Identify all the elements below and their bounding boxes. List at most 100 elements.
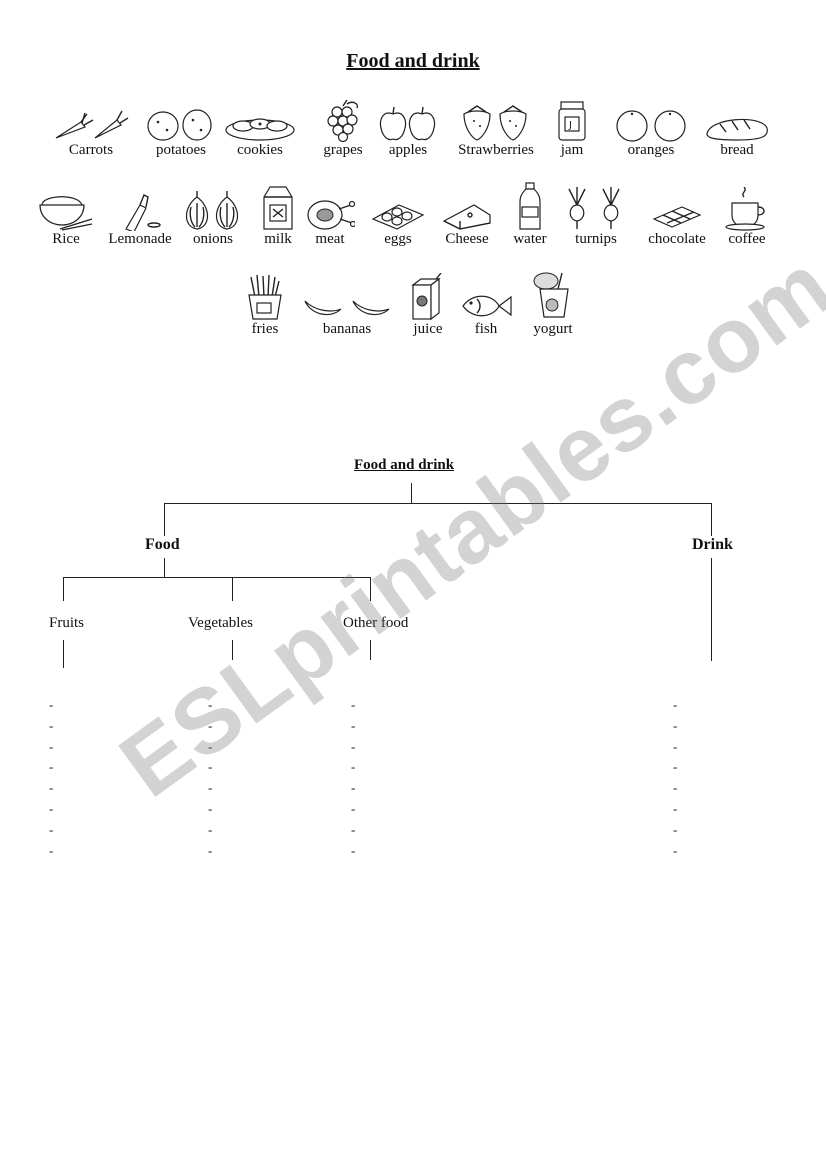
vegetables-blank: - xyxy=(208,821,213,837)
vocab-item-fish: fish xyxy=(431,279,541,341)
vegetables-blank: - xyxy=(208,697,213,712)
vocab-label: Cheese xyxy=(445,231,489,247)
apple-icon xyxy=(353,100,463,142)
vocab-label: apples xyxy=(388,142,428,158)
cookie-icon xyxy=(205,100,315,142)
vocab-item-rice: Rice xyxy=(11,189,121,251)
vocab-label: fries xyxy=(251,321,279,337)
tree-top-branch xyxy=(164,503,712,504)
vocab-item-juice: juice xyxy=(373,273,483,341)
page-title: Food and drink xyxy=(346,50,480,72)
vocab-item-lemonade: Lemonade xyxy=(85,189,195,251)
fruits-blank: - xyxy=(49,821,54,837)
vocab-label: Rice xyxy=(52,231,80,247)
fruits-blank: - xyxy=(49,801,54,816)
drink-blank: - xyxy=(673,842,678,858)
meat-icon xyxy=(275,189,385,231)
vocab-item-carrots: Carrots xyxy=(36,100,146,162)
vocab-label: grapes xyxy=(323,142,363,158)
vocab-item-fries: fries xyxy=(210,274,320,341)
tree-vegetables-connector xyxy=(232,577,233,601)
vegetables-blank: - xyxy=(208,717,213,733)
vocab-label: cookies xyxy=(237,142,283,158)
lemonade-bottle-icon xyxy=(85,189,195,231)
tree-fruits-label: Fruits xyxy=(49,615,85,631)
vocab-item-strawberries: Strawberries xyxy=(441,100,551,162)
vocab-label: Lemonade xyxy=(108,231,172,247)
vocab-label: Carrots xyxy=(68,142,114,158)
tree-root-stem xyxy=(411,483,412,503)
tree-drink-label: Drink xyxy=(692,536,733,553)
vocab-item-cheese: Cheese xyxy=(412,189,522,251)
vocab-label: bread xyxy=(720,142,754,158)
orange-icon xyxy=(596,100,706,142)
fruits-blank: - xyxy=(49,759,54,775)
drink-blank: - xyxy=(673,801,678,816)
strawberry-icon xyxy=(441,100,551,142)
vocab-label: oranges xyxy=(627,142,675,158)
fries-icon xyxy=(210,274,320,321)
vegetables-blank: - xyxy=(208,759,213,775)
other-food-blank: - xyxy=(351,717,356,733)
rice-bowl-icon xyxy=(11,189,121,231)
other-food-blank: - xyxy=(351,780,356,796)
vocab-item-potatoes: potatoes xyxy=(126,100,236,162)
bread-icon xyxy=(682,100,792,142)
tree-other-food-connector xyxy=(370,577,371,601)
vocab-item-apples: apples xyxy=(353,100,463,162)
onion-icon xyxy=(158,189,268,231)
vegetables-blank: - xyxy=(208,801,213,816)
tree-fruits-connector xyxy=(63,577,64,601)
vocab-item-chocolate: chocolate xyxy=(622,189,732,251)
vocab-label: turnips xyxy=(575,231,617,247)
vocab-label: yogurt xyxy=(533,321,573,337)
vocab-item-cookies: cookies xyxy=(205,100,315,162)
vocab-item-oranges: oranges xyxy=(596,100,706,162)
jam-jar-icon: J xyxy=(517,100,627,142)
fruits-blank: - xyxy=(49,842,54,858)
vocab-item-meat: meat xyxy=(275,189,385,251)
vocab-label: water xyxy=(513,231,547,247)
svg-text:J: J xyxy=(568,120,572,131)
vocab-item-onions: onions xyxy=(158,189,268,251)
cheese-icon xyxy=(412,189,522,231)
vocab-label: fish xyxy=(474,321,498,337)
fish-icon xyxy=(431,279,541,321)
drink-blank: - xyxy=(673,738,678,754)
vocab-item-turnips: turnips xyxy=(541,187,651,251)
milk-carton-icon xyxy=(223,186,333,231)
yogurt-icon xyxy=(498,272,608,321)
tree-food-stem xyxy=(164,558,165,577)
vocab-label: Strawberries xyxy=(458,142,534,158)
vocab-label: juice xyxy=(413,321,443,337)
grapes-icon xyxy=(288,99,398,142)
other-food-blank: - xyxy=(351,759,356,775)
other-food-blank: - xyxy=(351,801,356,816)
drink-blank: - xyxy=(673,821,678,837)
drink-blank: - xyxy=(673,759,678,775)
tree-vegetables-stem xyxy=(232,640,233,660)
water-bottle-icon xyxy=(475,182,585,231)
vegetables-blank: - xyxy=(208,738,213,754)
other-food-blank: - xyxy=(351,821,356,837)
vocab-label: milk xyxy=(264,231,292,247)
fruits-blank: - xyxy=(49,738,54,754)
tree-other-food-stem xyxy=(370,640,371,660)
banana-icon xyxy=(292,279,402,321)
vegetables-blank: - xyxy=(208,780,213,796)
vocab-item-milk: milk xyxy=(223,186,333,251)
tree-drink-stem xyxy=(711,558,712,661)
drink-blank: - xyxy=(673,697,678,712)
vocab-item-coffee: coffee xyxy=(692,187,802,251)
vocab-label: meat xyxy=(315,231,345,247)
vegetables-blank: - xyxy=(208,842,213,858)
tree-food-label: Food xyxy=(145,536,180,553)
fruits-blank: - xyxy=(49,780,54,796)
vocab-label: eggs xyxy=(384,231,412,247)
other-food-blank: - xyxy=(351,738,356,754)
fruits-blank: - xyxy=(49,717,54,733)
other-food-blank: - xyxy=(351,842,356,858)
chocolate-icon xyxy=(622,189,732,231)
vocab-label: jam xyxy=(560,142,584,158)
